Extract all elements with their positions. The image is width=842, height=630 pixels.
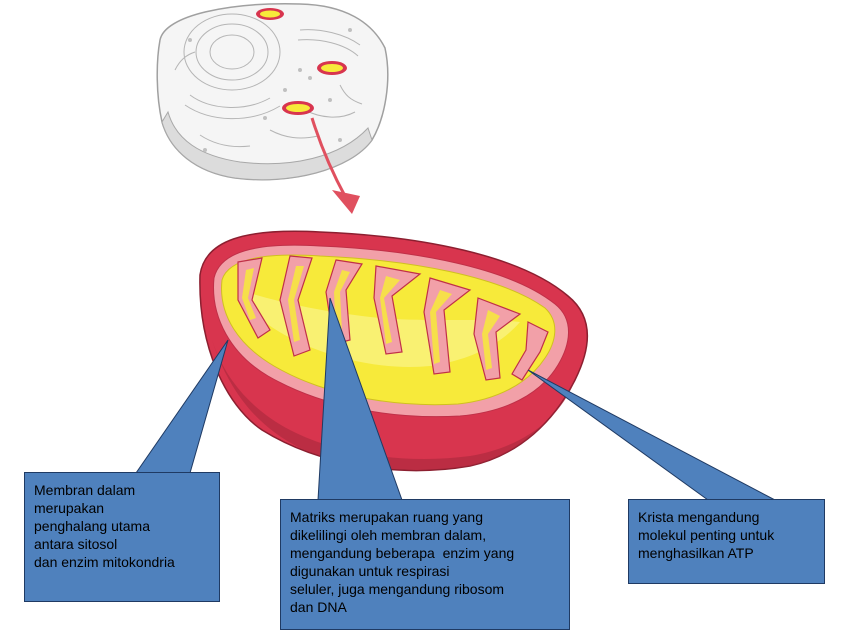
small-mitochondrion-highlighted — [282, 101, 314, 115]
small-mitochondrion — [256, 8, 284, 20]
callout-cristae: Krista mengandung molekul penting untuk … — [628, 499, 825, 584]
cell-sketch — [156, 3, 389, 181]
red-arrow — [310, 117, 360, 214]
callout-line: dikelilingi oleh membran dalam, — [290, 527, 487, 543]
callout-pointer-membrane — [135, 339, 229, 474]
callout-line: Matriks merupakan ruang yang — [290, 509, 483, 525]
callout-matrix: Matriks merupakan ruang yang dikelilingi… — [280, 499, 570, 630]
callout-line: molekul penting untuk — [638, 527, 775, 543]
crista — [511, 321, 549, 381]
callout-line: merupakan — [34, 500, 105, 516]
callout-line: dan DNA — [290, 599, 347, 615]
callout-line: dan enzim mitokondria — [34, 554, 175, 570]
callout-pointer-cristae — [527, 369, 776, 501]
callout-line: antara sitosol — [34, 536, 118, 552]
callout-line: penghalang utama — [34, 518, 150, 534]
callout-inner-membrane: Membran dalam merupakan penghalang utama… — [24, 472, 220, 602]
crista — [279, 255, 313, 357]
callout-line: digunakan untuk respirasi — [290, 563, 450, 579]
callout-line: mengandung beberapa enzim yang — [290, 545, 515, 561]
callout-line: menghasilkan ATP — [638, 545, 754, 561]
small-mitochondrion — [317, 61, 347, 75]
callout-line: Krista mengandung — [638, 509, 760, 525]
callout-line: Membran dalam — [34, 482, 136, 498]
callout-line: seluler, juga mengandung ribosom — [290, 581, 505, 597]
mitochondrion-cutaway — [199, 230, 588, 472]
